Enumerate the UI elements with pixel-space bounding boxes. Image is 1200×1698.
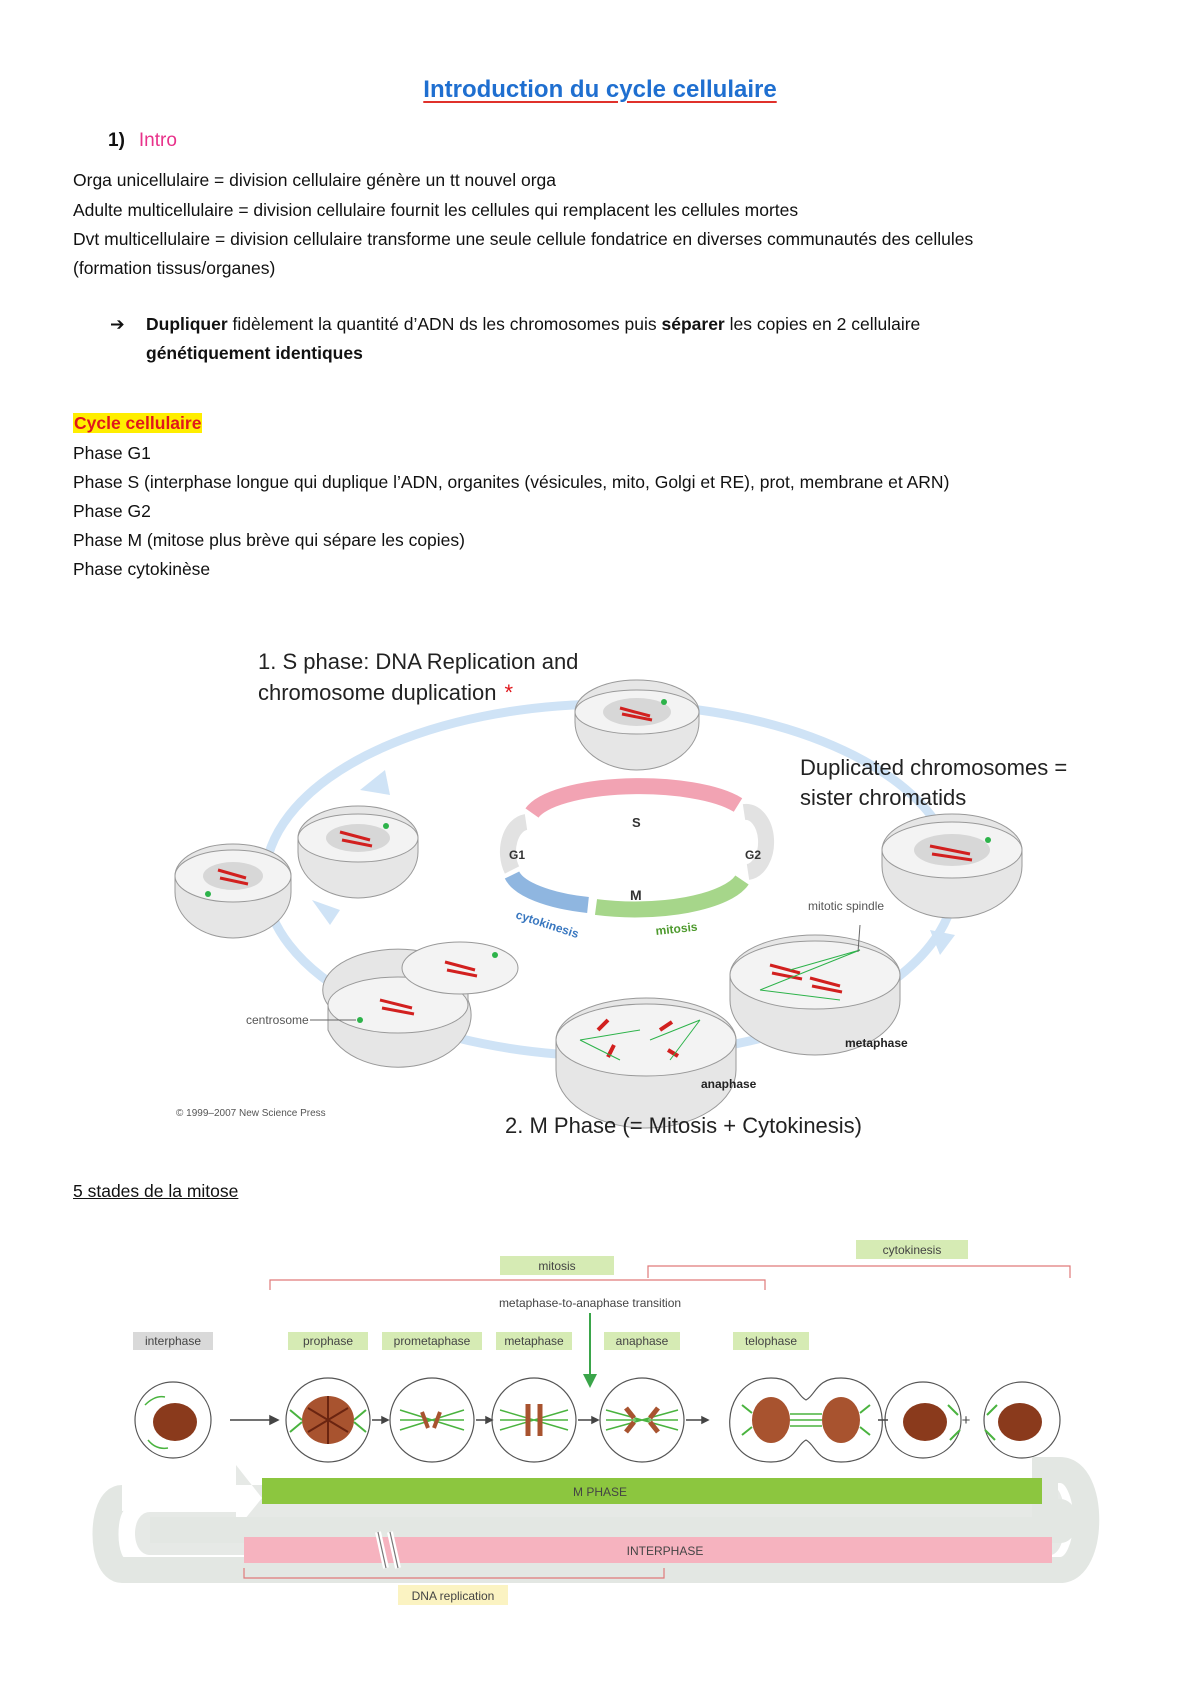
cell-contents: [144, 1395, 1042, 1450]
m-phase-caption: 2. M Phase (= Mitosis + Cytokinesis): [505, 1113, 862, 1138]
mitosis-label: mitosis: [538, 1259, 575, 1273]
section-heading-intro: 1) Intro: [108, 130, 177, 152]
section-number: 1): [108, 130, 125, 151]
s-phase-title-line-1: 1. S phase: DNA Replication and: [258, 649, 578, 674]
transition-arrow-icon: [583, 1374, 597, 1388]
cycle-arrowhead-1: [360, 770, 390, 795]
stage-label-metaphase: metaphase: [504, 1334, 564, 1348]
phase-line-1: Phase G1: [73, 443, 151, 463]
transition-label: metaphase-to-anaphase transition: [499, 1296, 681, 1310]
ring-label-g1: G1: [509, 848, 525, 862]
label-mitotic-spindle: mitotic spindle: [808, 899, 884, 913]
asterisk: *: [504, 680, 513, 705]
ring-s-segment: [525, 778, 743, 819]
phase-line-5: Phase cytokinèse: [73, 559, 211, 579]
key-point-text-2: les copies en 2 cellulaire: [724, 314, 921, 334]
cycle-loop-track: [92, 1457, 1100, 1583]
cell-metaphase: [729, 924, 901, 1056]
cell-left-upper: [297, 805, 419, 899]
stages-heading: 5 stades de la mitose: [73, 1181, 239, 1201]
ring-label-mitosis: mitosis: [655, 920, 699, 938]
ring-label-g2: G2: [745, 848, 761, 862]
plus-sign: +: [962, 1412, 971, 1429]
m-phase-bar: [262, 1478, 1042, 1504]
duplicated-chromosomes-line-2: sister chromatids: [800, 785, 966, 810]
key-point-text-1: fidèlement la quantité d’ADN ds les chro…: [227, 314, 662, 334]
label-metaphase: metaphase: [845, 1036, 908, 1050]
stage-label-anaphase: anaphase: [616, 1334, 669, 1348]
mitosis-label-box: [500, 1256, 614, 1275]
label-anaphase: anaphase: [701, 1077, 757, 1091]
cell-cycle-figure: 1. S phase: DNA Replication and chromoso…: [174, 649, 1067, 1138]
stage-labels: interphase prophase prometaphase metapha…: [133, 1332, 809, 1350]
dna-replication-label: DNA replication: [412, 1589, 495, 1603]
cytokinesis-label-box: [856, 1240, 968, 1259]
phase-line-3: Phase G2: [73, 501, 151, 521]
ring-label-s: S: [632, 815, 641, 830]
label-centrosome: centrosome: [246, 1013, 309, 1027]
dna-replication-bracket: [243, 1568, 665, 1579]
phase-line-4: Phase M (mitose plus brève qui sépare le…: [73, 530, 465, 550]
ring-mitosis-segment: [594, 875, 749, 918]
cytokinesis-bracket: [647, 1265, 1071, 1278]
stage-label-prophase: prophase: [303, 1334, 353, 1348]
cell-anaphase: [555, 997, 737, 1129]
m-phase-bar-label: M PHASE: [573, 1485, 627, 1499]
interphase-break-lines: [377, 1531, 399, 1569]
intro-line-3: Dvt multicellulaire = division cellulair…: [73, 229, 974, 249]
ring-g1-segment: [499, 814, 528, 874]
key-point-bold-3: génétiquement identiques: [146, 343, 363, 363]
ring-cytokinesis-segment: [504, 870, 589, 913]
cell-top: [574, 679, 700, 771]
page-title: Introduction du cycle cellulaire: [423, 76, 777, 103]
intro-line-2: Adulte multicellulaire = division cellul…: [73, 200, 799, 220]
figure-copyright: © 1999–2007 New Science Press: [176, 1108, 326, 1119]
mitosis-bracket: [269, 1279, 766, 1290]
key-point-bold-2: séparer: [661, 314, 725, 334]
ring-label-m: M: [630, 887, 642, 903]
stage-label-interphase: interphase: [145, 1334, 201, 1348]
intro-line-1: Orga unicellulaire = division cellulaire…: [73, 170, 556, 190]
cell-right: [881, 813, 1023, 919]
section-label: Intro: [138, 130, 177, 151]
s-phase-title-text: chromosome duplication: [258, 680, 496, 705]
cycle-arrowhead-2: [930, 930, 955, 955]
key-point-bold-1: Dupliquer: [146, 314, 228, 334]
duplicated-chromosomes-line-1: Duplicated chromosomes =: [800, 755, 1067, 780]
cycle-arrowhead-3: [312, 900, 340, 925]
dna-replication-box: [398, 1585, 508, 1605]
intro-line-4: (formation tissus/organes): [73, 258, 276, 278]
key-point-line-2: génétiquement identiques: [146, 343, 363, 364]
cytokinesis-label: cytokinesis: [883, 1243, 942, 1257]
cycle-heading-highlight: Cycle cellulaire: [73, 413, 203, 433]
interphase-bar-label: INTERPHASE: [627, 1544, 704, 1558]
cell-left: [174, 843, 292, 939]
stage-arrows: [230, 1414, 888, 1426]
key-point-line-1: Dupliquer fidèlement la quantité d’ADN d…: [146, 314, 920, 335]
cell-dividing: [310, 941, 519, 1068]
phase-line-2: Phase S (interphase longue qui duplique …: [73, 472, 950, 492]
arrow-right-icon: ➔: [110, 314, 125, 334]
mitosis-stages-figure: mitosis cytokinesis metaphase-to-anaphas…: [92, 1240, 1100, 1605]
stage-label-telophase: telophase: [745, 1334, 797, 1348]
stage-label-prometaphase: prometaphase: [394, 1334, 471, 1348]
s-phase-title-line-2: chromosome duplication *: [258, 680, 513, 705]
ring-label-cytokinesis: cytokinesis: [514, 908, 581, 942]
cycle-heading: Cycle cellulaire: [73, 413, 203, 434]
ring-g2-segment: [742, 803, 775, 880]
